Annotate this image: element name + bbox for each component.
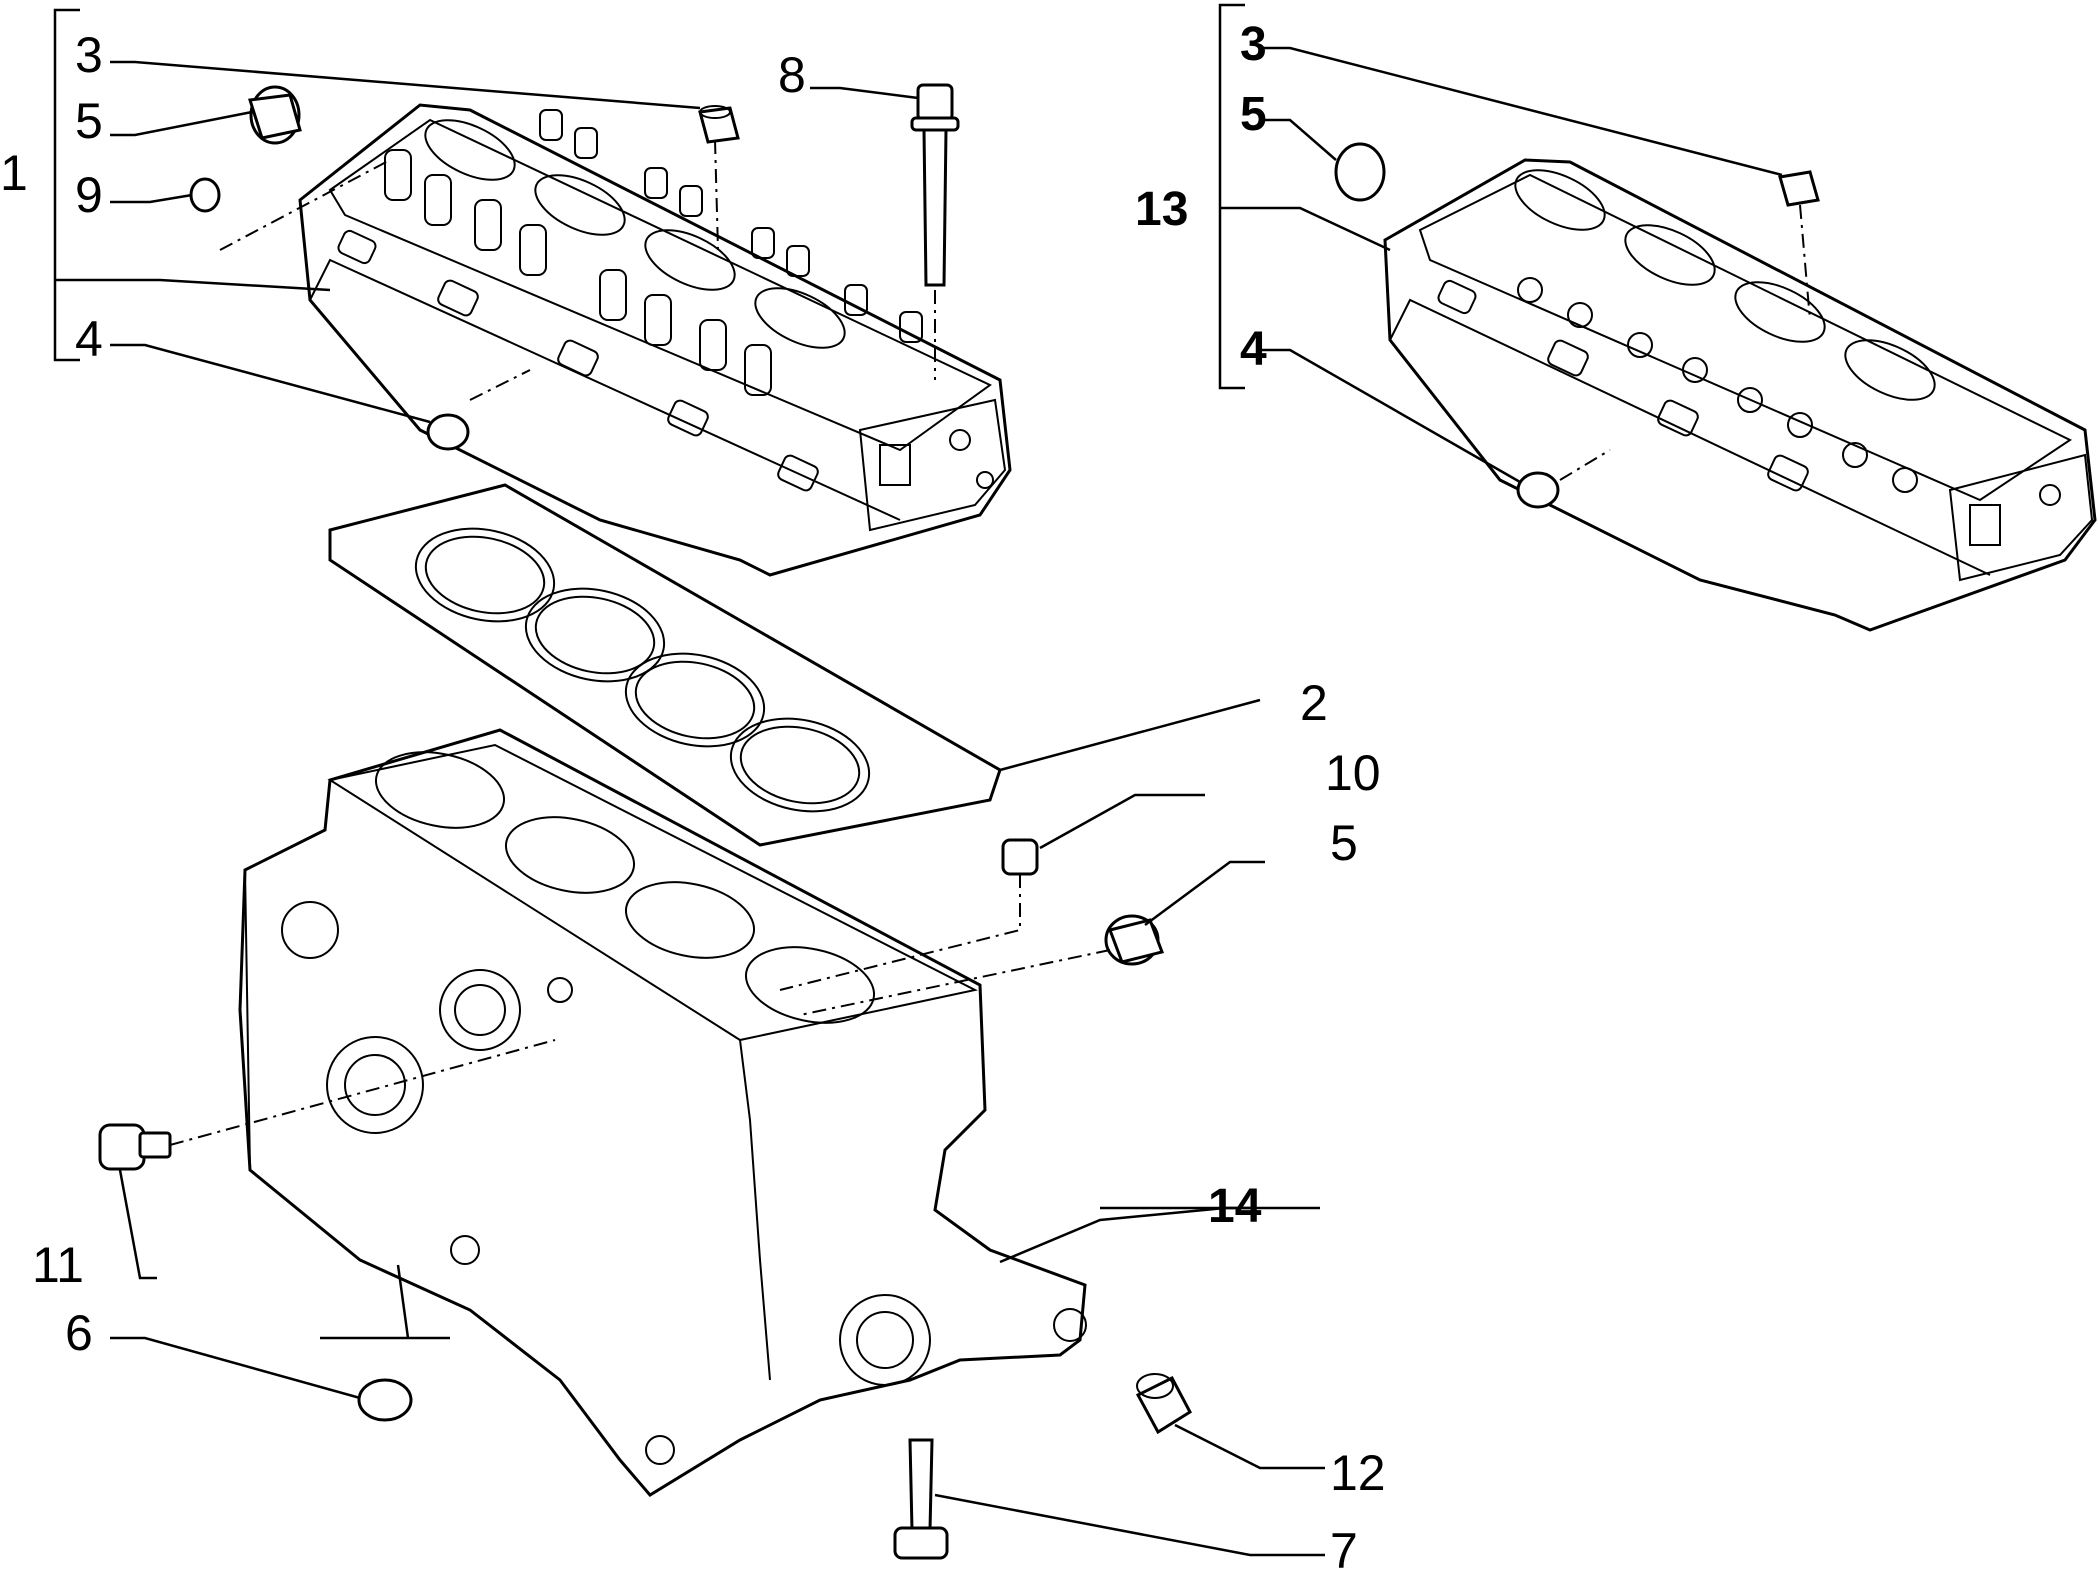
callout-5-lower: 5: [1330, 815, 1358, 871]
callout-1: 1: [0, 145, 28, 201]
callout-10: 10: [1325, 745, 1381, 801]
bracket-13: [1218, 3, 1245, 390]
callout-14: 14: [1208, 1180, 1262, 1233]
plug-bolt-11-icon: [98, 1123, 172, 1171]
callout-7: 7: [1330, 1523, 1358, 1579]
bracket-1: [53, 8, 331, 362]
callout-13: 13: [1135, 183, 1188, 236]
cylinder-head-with-valves-icon: [298, 103, 1012, 577]
callout-12: 12: [1330, 1445, 1386, 1501]
callout-9: 9: [75, 167, 103, 223]
alignment-lines: [169, 139, 1811, 1146]
engine-block-icon: [238, 728, 1087, 1497]
bolt-8-icon: [910, 83, 960, 287]
bolt-7-icon: [893, 1438, 949, 1560]
callout-3-right: 3: [1240, 18, 1267, 71]
callout-5-right: 5: [1240, 88, 1267, 141]
callout-2: 2: [1300, 675, 1328, 731]
callout-11: 11: [32, 1237, 84, 1293]
bush-12-icon: [1135, 1373, 1192, 1435]
plug-4-left-icon: [426, 413, 470, 451]
callout-8: 8: [778, 47, 806, 103]
callout-4-right: 4: [1240, 323, 1267, 376]
callout-5-left: 5: [75, 93, 103, 149]
callout-6: 6: [65, 1305, 93, 1361]
cylinder-head-icon: [1383, 158, 2097, 632]
plug-3-left-icon: [698, 105, 740, 144]
callout-3-left: 3: [75, 27, 103, 83]
plug-5-lower-icon: [1104, 914, 1164, 966]
dowel-10-icon: [1001, 838, 1039, 876]
callout-labels: 1 3 5 9 4 8 3 5 13 4 2 10 5 11 6 14 12 7: [0, 18, 1386, 1579]
head-gasket-icon: [328, 483, 1002, 847]
callout-4-left: 4: [75, 311, 103, 367]
leader-lines: [110, 46, 1783, 1557]
plug-3-right-icon: [1778, 170, 1820, 207]
plug-5-upper-icon: [248, 85, 302, 145]
plug-4-right-icon: [1516, 471, 1560, 509]
plug-5-right-icon: [1334, 142, 1386, 202]
dowel-9-icon: [189, 177, 221, 213]
plug-6-icon: [357, 1378, 413, 1422]
